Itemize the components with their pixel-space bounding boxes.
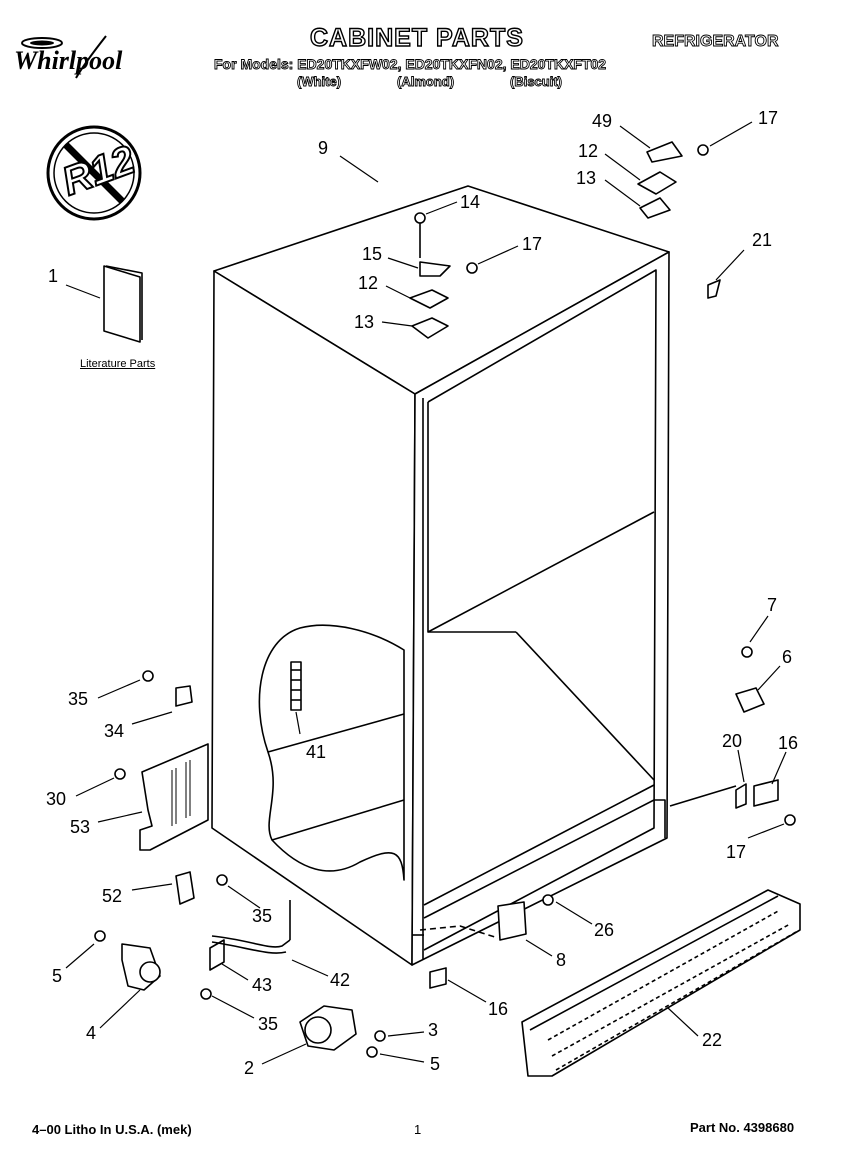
callout-3: 3 [428, 1020, 439, 1040]
callout-16-b: 16 [488, 999, 509, 1019]
callout-12-a: 12 [358, 273, 379, 293]
callout-5-a: 5 [52, 966, 63, 986]
callout-34: 34 [104, 721, 125, 741]
callout-22: 22 [702, 1030, 723, 1050]
callout-14: 14 [460, 192, 481, 212]
color-biscuit: (Biscuit) [510, 74, 563, 90]
callout-2: 2 [244, 1058, 255, 1078]
no-r12-badge: R12 [44, 123, 144, 223]
callout-53: 53 [70, 817, 91, 837]
callout-13-a: 13 [354, 312, 375, 332]
callout-26: 26 [594, 920, 615, 940]
callout-5-b: 5 [430, 1054, 441, 1074]
category-label: REFRIGERATOR [652, 33, 779, 51]
callout-35-b: 35 [252, 906, 273, 926]
callout-12-b: 12 [578, 141, 599, 161]
callout-16-a: 16 [778, 733, 799, 753]
callout-49: 49 [592, 111, 613, 131]
callout-7: 7 [767, 595, 778, 615]
callout-9: 9 [318, 138, 329, 158]
page-number: 1 [414, 1122, 422, 1137]
callout-30: 30 [46, 789, 67, 809]
color-almond: (Almond) [397, 74, 455, 90]
callout-43: 43 [252, 975, 273, 995]
callout-20: 20 [722, 731, 743, 751]
print-info: 4–00 Litho In U.S.A. (mek) [32, 1122, 192, 1137]
callout-42: 42 [330, 970, 351, 990]
whirlpool-logo: Whirlpool [14, 34, 164, 84]
page-title: CABINET PARTS [309, 23, 524, 52]
callout-52: 52 [102, 886, 123, 906]
callout-17-a: 17 [522, 234, 543, 254]
logo-text: Whirlpool [14, 46, 123, 75]
callout-13-b: 13 [576, 168, 597, 188]
color-white: (White) [297, 74, 342, 90]
no-r12-icon [46, 125, 142, 221]
callout-35-a: 35 [68, 689, 89, 709]
callout-6: 6 [782, 647, 793, 667]
callout-15: 15 [362, 244, 383, 264]
callout-21: 21 [752, 230, 773, 250]
callout-17-b: 17 [758, 108, 779, 128]
callout-35-c: 35 [258, 1014, 279, 1034]
callout-17-c: 17 [726, 842, 747, 862]
part-number: Part No. 4398680 [690, 1120, 795, 1135]
callout-1: 1 [48, 266, 59, 286]
models-line: For Models: ED20TKXFW02, ED20TKXFN02, ED… [214, 56, 607, 73]
callout-4: 4 [86, 1023, 97, 1043]
callout-8: 8 [556, 950, 567, 970]
literature-parts-label: Literature Parts [80, 358, 156, 370]
logo-swoosh-icon [21, 35, 107, 79]
callout-41: 41 [306, 742, 327, 762]
